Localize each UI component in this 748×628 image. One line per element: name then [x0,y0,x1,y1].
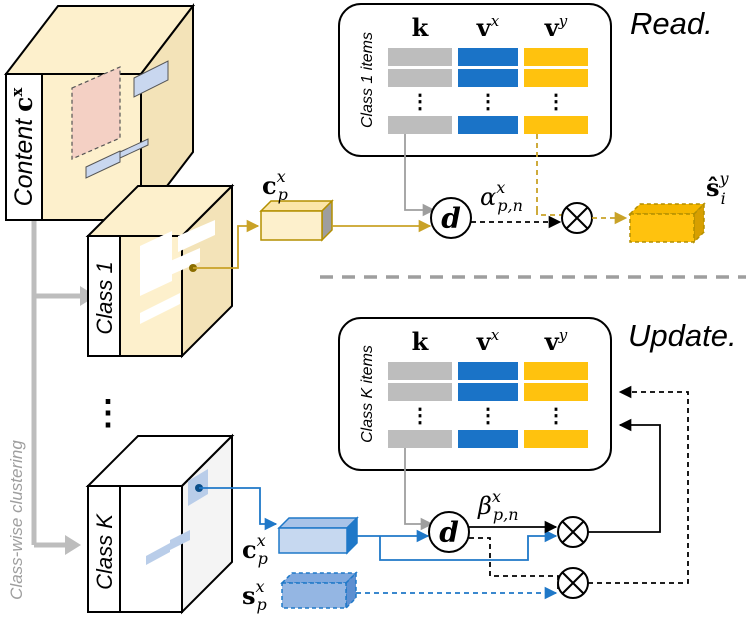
update-distance-node [428,511,470,553]
svg-text:⋮: ⋮ [478,91,498,113]
update-sample-arrow [199,487,278,531]
class-ellipsis: ⋮ [91,394,125,432]
read-output-cube [628,202,706,244]
class-k-label: Class K [92,513,117,590]
update-writeback-style-arrow [588,385,689,584]
clustering-label: Class-wise clustering [7,440,26,600]
svg-text:⋮: ⋮ [478,405,498,427]
read-distance-label: d [441,202,461,235]
class-1-panel [85,183,235,359]
update-multiply-node-style [557,567,589,599]
update-query-cube [277,516,359,555]
update-col-k: k [412,327,430,356]
read-multiply-node [561,202,593,234]
read-memory-box: ⋮ ⋮ ⋮ [338,3,612,157]
update-title: Update. [628,318,737,353]
update-query-multiply-arrow [379,529,558,561]
clustering-arrows [31,218,96,555]
update-weight-style-arrow [469,537,559,590]
class-k-panel [85,433,235,615]
read-col-vy: vy [544,12,568,42]
svg-text:⋮: ⋮ [546,405,566,427]
read-title: Read. [630,6,713,41]
update-style-cube [280,571,358,610]
read-sample-arrow [193,219,260,269]
update-memory-box: ⋮ ⋮ ⋮ [338,317,612,471]
content-panel [3,3,196,223]
svg-text:⋮: ⋮ [410,405,430,427]
read-memory-label: Class 1 items [359,32,376,128]
read-distance-node [430,197,472,239]
class-1-label: Class 1 [92,261,117,334]
read-vy-arrow [536,210,562,216]
content-label: Contentcx [8,87,38,207]
update-col-vx: vx [476,326,500,356]
read-col-k: k [412,13,430,42]
update-multiply-node-values [557,516,589,548]
read-key-arrow [404,134,436,217]
read-col-vx: vx [476,12,500,42]
svg-text:⋮: ⋮ [410,91,430,113]
update-col-vy: vy [544,326,568,356]
update-distance-label: d [439,516,459,549]
update-key-arrow [404,448,434,531]
update-memory-label: Class K items [359,345,376,443]
update-writeback-values-arrow [588,418,661,533]
read-query-cube [259,199,334,242]
svg-text:⋮: ⋮ [546,91,566,113]
